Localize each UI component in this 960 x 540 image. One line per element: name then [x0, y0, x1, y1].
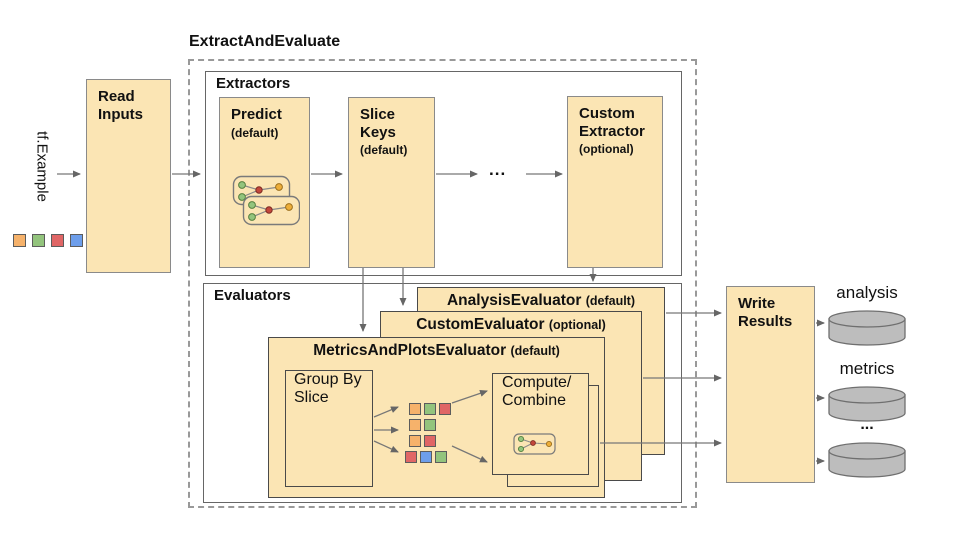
combine-graph-icon — [513, 433, 556, 455]
write-results-label: Write Results — [738, 295, 793, 330]
red-square — [405, 451, 417, 463]
compute-combine-box: Compute/ Combine — [492, 373, 589, 475]
metrics-database-cylinder-icon — [828, 386, 906, 422]
custom-extractor-box: Custom Extractor (optional) — [567, 96, 663, 268]
predict-label: Predict — [231, 106, 282, 123]
slice-keys-extractor-box: Slice Keys (default) — [348, 97, 435, 268]
slice-keys-label: Slice Keys — [360, 106, 396, 141]
compute-combine-label: Compute/ Combine — [502, 374, 572, 409]
red-square — [424, 435, 436, 447]
custom-extractor-qualifier: (optional) — [579, 142, 634, 157]
green-square — [435, 451, 447, 463]
extractors-label: Extractors — [216, 75, 291, 92]
custom-evaluator-label: CustomEvaluator — [416, 316, 545, 333]
green-square — [424, 403, 436, 415]
read-inputs-box: Read Inputs — [86, 79, 171, 273]
analysis-evaluator-qualifier: (default) — [585, 294, 636, 308]
analysis-database-cylinder-icon — [828, 310, 906, 346]
more-outputs-ellipsis: ... — [860, 416, 874, 433]
blue-square — [420, 451, 432, 463]
custom-extractor-label: Custom Extractor — [579, 105, 645, 140]
slice-squares-row — [409, 435, 436, 447]
metrics-output-label: metrics — [839, 359, 895, 378]
predict-qualifier: (default) — [231, 125, 279, 140]
other-database-cylinder-icon — [828, 442, 906, 478]
input-feature-squares — [13, 234, 83, 247]
extractors-ellipsis: ... — [489, 160, 507, 179]
predict-extractor-box: Predict (default) — [219, 97, 310, 268]
evaluators-label: Evaluators — [214, 287, 291, 304]
green-square — [424, 419, 436, 431]
slice-keys-qualifier: (default) — [360, 143, 408, 158]
green-square — [32, 234, 45, 247]
tf-example-label: tf.Example — [33, 131, 51, 202]
metrics-and-plots-evaluator-label: MetricsAndPlotsEvaluator — [313, 342, 507, 359]
analysis-output-label: analysis — [836, 283, 898, 302]
red-square — [51, 234, 64, 247]
slice-squares-row — [405, 451, 447, 463]
blue-square — [70, 234, 83, 247]
custom-evaluator-qualifier: (optional) — [548, 318, 606, 332]
metrics-and-plots-evaluator-qualifier: (default) — [510, 344, 560, 358]
extract-and-evaluate-container — [188, 59, 697, 508]
group-by-slice-label: Group By Slice — [294, 371, 362, 406]
orange-square — [409, 419, 421, 431]
group-by-slice-box: Group By Slice — [285, 370, 373, 487]
write-results-box: Write Results — [726, 286, 815, 483]
orange-square — [409, 435, 421, 447]
analysis-evaluator-label: AnalysisEvaluator — [446, 292, 582, 309]
red-square — [439, 403, 451, 415]
read-inputs-label: Read Inputs — [98, 88, 143, 123]
model-graph-icon — [232, 175, 300, 226]
slice-squares-row — [409, 419, 436, 431]
orange-square — [409, 403, 421, 415]
pipeline-title: ExtractAndEvaluate — [189, 33, 341, 50]
slice-squares-row — [409, 403, 451, 415]
orange-square — [13, 234, 26, 247]
